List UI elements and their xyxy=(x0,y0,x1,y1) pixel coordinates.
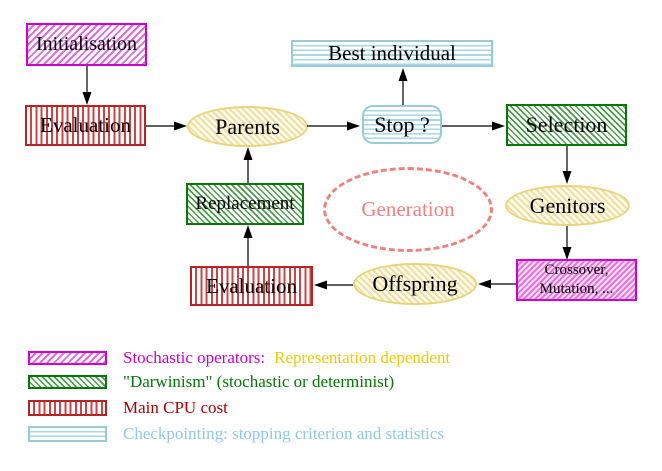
node-initialisation: Initialisation xyxy=(26,23,147,66)
arrow-genitors-to-crossover xyxy=(562,226,572,260)
legend-row-darwinism: "Darwinism" (stochastic or determinist) xyxy=(28,372,394,392)
node-crossover-line2: Mutation, ... xyxy=(539,281,614,297)
legend-label-stochastic-operators: Stochastic operators: xyxy=(123,348,266,367)
legend-row-checkpointing: Checkpointing: stopping criterion and st… xyxy=(28,424,444,444)
arrow-offspring-to-evaluation xyxy=(314,280,353,290)
node-stop: Stop ? xyxy=(362,105,442,144)
node-selection-label: Selection xyxy=(525,112,608,137)
legend-swatch-stochastic-operators xyxy=(28,351,107,365)
node-stop-label: Stop ? xyxy=(374,111,430,137)
arrow-parents-to-stop xyxy=(307,121,360,131)
node-selection: Selection xyxy=(506,104,627,146)
node-offspring-label: Offspring xyxy=(372,271,458,296)
legend-label-cpu-cost: Main CPU cost xyxy=(123,398,228,417)
node-best-individual: Best individual xyxy=(291,40,493,67)
arrow-selection-to-genitors xyxy=(562,146,572,184)
arrow-initialisation-to-evaluation xyxy=(82,66,92,105)
node-evaluation-bottom-label: Evaluation xyxy=(206,273,297,298)
arrow-evaluation-to-parents xyxy=(146,121,187,131)
node-crossover-line1: Crossover, xyxy=(544,262,609,279)
legend-swatch-cpu-cost xyxy=(28,400,107,416)
node-best-individual-label: Best individual xyxy=(328,41,456,65)
node-evaluation-bottom: Evaluation xyxy=(190,266,313,306)
node-replacement: Replacement xyxy=(186,183,304,225)
legend-swatch-checkpointing xyxy=(28,426,107,442)
legend-swatch-darwinism xyxy=(28,375,107,389)
legend-row-cpu-cost: Main CPU cost xyxy=(28,398,228,418)
arrow-crossover-to-offspring xyxy=(478,279,516,289)
arrow-stop-to-best-individual xyxy=(398,68,408,105)
node-parents: Parents xyxy=(187,106,308,147)
node-generation-label: Generation xyxy=(361,197,455,221)
arrow-evaluation-to-replacement xyxy=(243,225,253,266)
node-parents-label: Parents xyxy=(215,113,280,139)
node-genitors-label: Genitors xyxy=(529,192,606,218)
node-genitors: Genitors xyxy=(505,185,630,226)
node-crossover-mutation: Crossover, Mutation, ... xyxy=(516,259,637,301)
legend-row-stochastic: Stochastic operators: Representation dep… xyxy=(28,348,450,368)
node-replacement-label: Replacement xyxy=(195,193,295,214)
legend-label-representation-dependent: Representation dependent xyxy=(274,348,451,367)
arrow-replacement-to-parents xyxy=(243,147,253,183)
node-generation: Generation xyxy=(323,167,493,252)
node-evaluation-top: Evaluation xyxy=(25,105,146,146)
legend-label-checkpointing: Checkpointing: stopping criterion and st… xyxy=(123,424,445,443)
legend-label-darwinism: "Darwinism" (stochastic or determinist) xyxy=(123,372,395,391)
arrow-stop-to-selection xyxy=(442,121,505,131)
node-evaluation-top-label: Evaluation xyxy=(40,113,131,137)
node-initialisation-label: Initialisation xyxy=(35,33,138,55)
node-offspring: Offspring xyxy=(353,263,477,305)
